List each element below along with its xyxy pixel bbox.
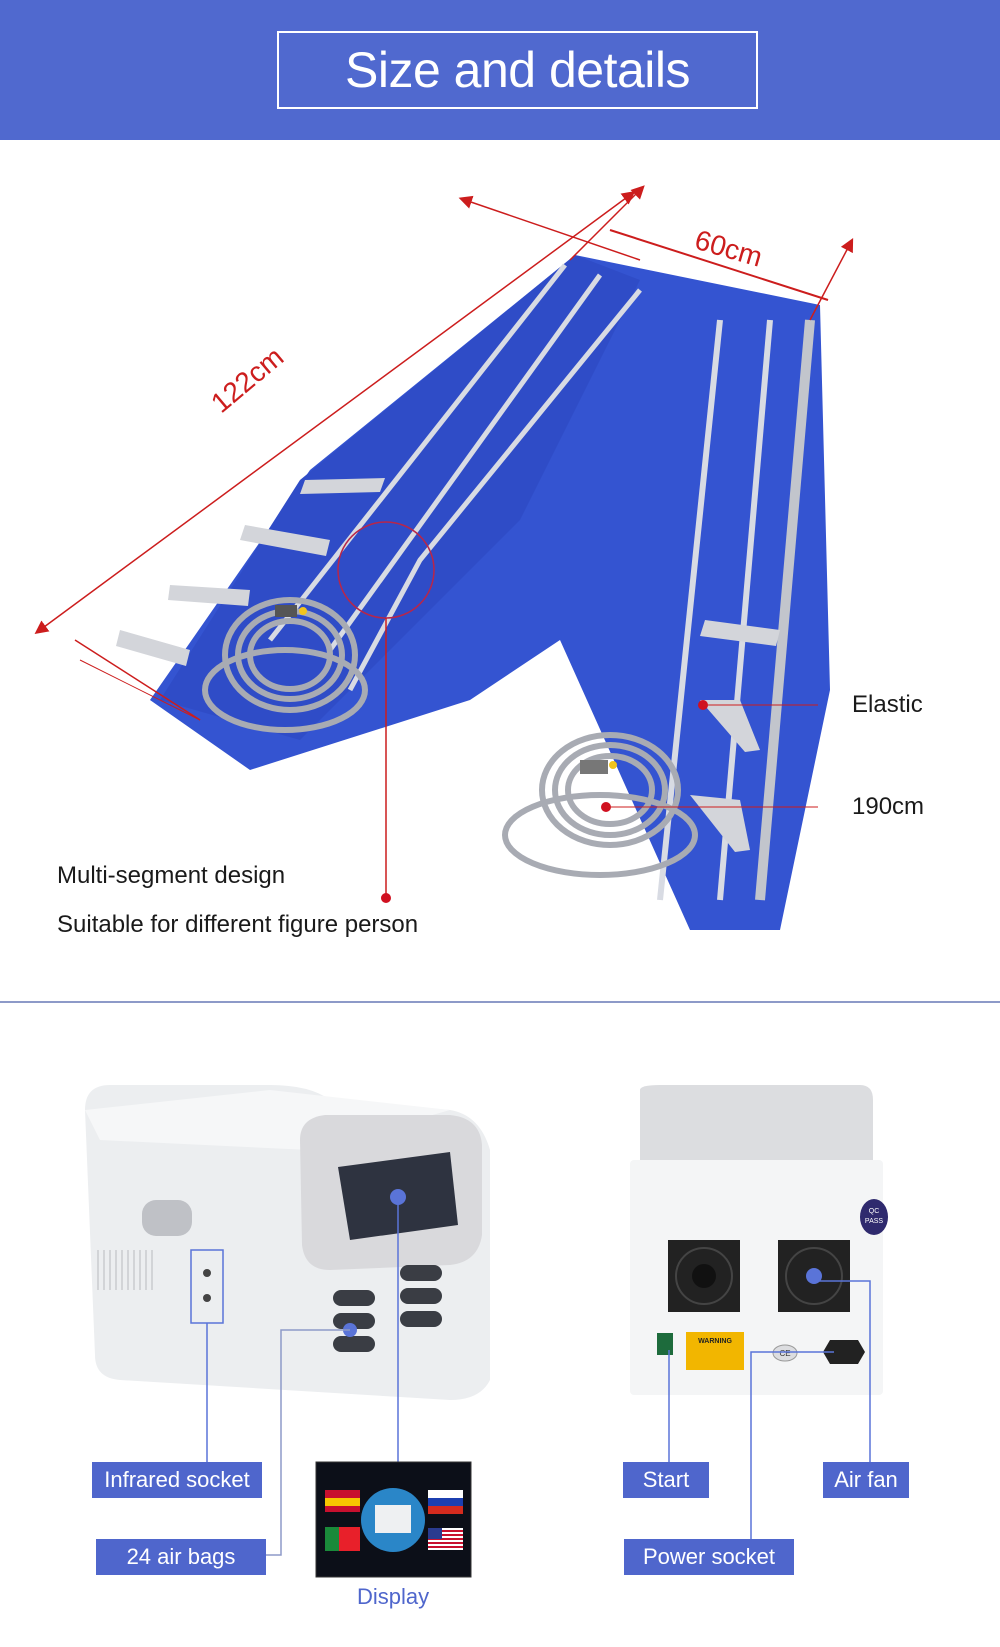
qc-pass-badge-icon [860, 1199, 888, 1235]
connector-plug-icon [275, 605, 297, 617]
power-socket-icon [823, 1340, 865, 1364]
svg-text:WARNING: WARNING [698, 1338, 732, 1345]
fan-right-icon [778, 1240, 850, 1312]
section-divider [0, 1001, 1000, 1003]
svg-text:PASS: PASS [865, 1218, 883, 1225]
width-dimension-line [609, 229, 829, 301]
spain-flag-icon [325, 1490, 360, 1512]
header-banner: Size and details [0, 0, 1000, 140]
length-dimension-line [34, 190, 636, 635]
start-tag: Start [623, 1462, 709, 1498]
title-frame: Size and details [277, 31, 758, 109]
hose-length-label: 190cm [852, 793, 925, 820]
power-socket-tag: Power socket [624, 1539, 794, 1575]
warning-label-icon [686, 1332, 744, 1370]
svg-text:CE: CE [779, 1349, 790, 1358]
ce-mark-icon [772, 1344, 798, 1362]
callout-dot-icon [381, 893, 391, 903]
fan-left-icon [668, 1240, 740, 1312]
display-caption: Display [357, 1584, 430, 1609]
page-title: Size and details [344, 42, 691, 98]
russia-flag-icon [428, 1490, 463, 1514]
elastic-label: Elastic [852, 691, 923, 718]
feature-multi-segment: Multi-segment design [57, 862, 286, 889]
display-screenshot [315, 1461, 472, 1578]
air-bags-tag: 24 air bags [96, 1539, 266, 1575]
portugal-flag-icon [325, 1527, 360, 1551]
usa-flag-icon [428, 1528, 463, 1550]
air-fan-tag: Air fan [823, 1462, 909, 1498]
infrared-socket-tag: Infrared socket [92, 1462, 262, 1498]
start-switch-icon [657, 1333, 673, 1355]
svg-text:QC: QC [869, 1208, 880, 1215]
pants-illustration [34, 185, 854, 930]
touchscreen-icon [338, 1152, 458, 1240]
feature-suitable-figure: Suitable for different figure person [57, 911, 419, 938]
infrared-socket-icon [203, 1269, 211, 1277]
